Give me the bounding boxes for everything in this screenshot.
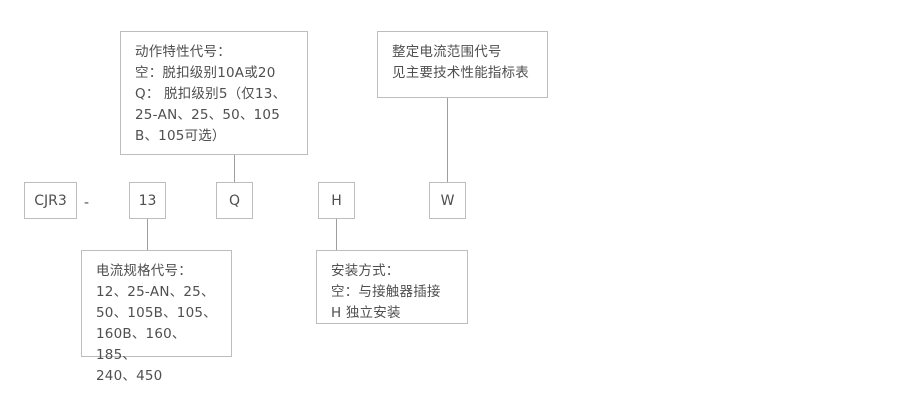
note-current-rating: 电流规格代号： 12、25-AN、25、 50、105B、105、 160B、1…: [81, 250, 232, 384]
note-action-characteristic: 动作特性代号： 空：脱扣级别10A或20 Q： 脱扣级别5（仅13、 25-AN…: [120, 31, 308, 155]
connector-mounting-type: [336, 219, 337, 250]
connector-current-rating: [147, 219, 148, 250]
note-mounting-type: 安装方式： 空：与接触器插接 H 独立安装: [316, 250, 468, 324]
code-box-current-rating: 13: [129, 182, 166, 219]
connector-current-range: [447, 98, 448, 183]
code-box-action-characteristic: Q: [216, 182, 253, 219]
code-separator-dash: -: [84, 195, 90, 211]
note-current-range: 整定电流范围代号 见主要技术性能指标表: [377, 31, 548, 98]
code-box-current-range: W: [429, 182, 466, 219]
code-box-series: CJR3: [24, 182, 77, 219]
connector-action-characteristic: [234, 155, 235, 183]
code-box-mounting-type: H: [318, 182, 355, 219]
